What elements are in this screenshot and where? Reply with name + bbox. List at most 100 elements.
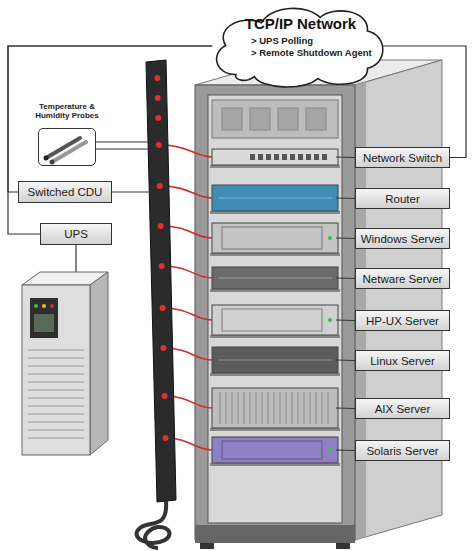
rack-unit <box>212 347 338 373</box>
label-text: HP-UX Server <box>366 315 439 327</box>
switch-port <box>322 154 327 160</box>
rack-equipment <box>210 108 340 466</box>
label-box: Switched CDU <box>18 181 112 203</box>
cdu-outlet <box>159 263 165 269</box>
switch-port <box>306 154 311 160</box>
label-text: Linux Server <box>370 355 435 367</box>
server-bezel <box>222 309 322 331</box>
probe-tip <box>44 156 49 161</box>
leader-line <box>112 191 150 192</box>
rack-opening <box>208 95 342 523</box>
ups-vent <box>28 398 84 399</box>
cdu-outlet <box>154 75 160 81</box>
rack-top-panel <box>212 100 338 138</box>
status-led <box>328 318 332 322</box>
label-text: Netware Server <box>363 273 443 285</box>
switch-port <box>298 154 303 160</box>
vent-slot <box>316 392 317 424</box>
server-bezel <box>222 227 322 249</box>
rack-side <box>355 60 442 540</box>
rack-base <box>195 525 355 543</box>
network-link <box>383 46 466 158</box>
rack-unit <box>212 305 338 335</box>
label-box: AIX Server <box>355 398 450 419</box>
label-text: UPS <box>64 228 88 240</box>
vent-slot <box>280 392 281 424</box>
cdu-outlet <box>160 305 166 311</box>
vent-slot <box>328 392 329 424</box>
label-box: UPS <box>40 223 112 245</box>
ups-cabinet <box>22 272 108 455</box>
vent-slot <box>268 392 269 424</box>
probe-wire <box>96 148 148 149</box>
label-text: Solaris Server <box>366 445 438 457</box>
rack-unit <box>212 437 338 463</box>
top-vent <box>306 108 326 130</box>
unit-stripe <box>218 198 332 199</box>
vent-slot <box>244 392 245 424</box>
vent-slot <box>310 392 311 424</box>
label-box: Netware Server <box>355 268 450 289</box>
cdu-outlet <box>155 95 161 101</box>
power-cord <box>137 501 170 548</box>
probe-tip <box>50 160 55 165</box>
bullet-text: > Remote Shutdown Agent <box>251 47 390 59</box>
top-vent <box>278 108 298 130</box>
ups-vent <box>28 430 84 431</box>
rack-unit <box>212 185 338 211</box>
cdu-outlet <box>155 115 161 121</box>
vent-slot <box>238 392 239 424</box>
probe-heading: Temperature & Humidity Probes <box>35 102 99 120</box>
vent-slot <box>232 392 233 424</box>
vent-slot <box>274 392 275 424</box>
probe-illustration <box>38 128 148 166</box>
label-box: Solaris Server <box>355 440 450 461</box>
unit-stripe <box>218 278 332 279</box>
probe-wire <box>96 141 148 142</box>
ups-vent <box>28 382 84 383</box>
status-led <box>328 448 332 452</box>
ups-vent <box>28 414 84 415</box>
rack-unit <box>212 267 338 289</box>
switch-port <box>290 154 295 160</box>
label-box: HP-UX Server <box>355 310 450 331</box>
probe-box: Temperature & Humidity Probes <box>38 128 96 166</box>
ups-screen <box>34 314 54 332</box>
label-text: Network Switch <box>363 152 442 164</box>
label-text: Windows Server <box>361 233 445 245</box>
ups-led <box>42 304 46 308</box>
ups-front <box>22 285 90 455</box>
bullet-text: > UPS Polling <box>251 35 390 47</box>
network-link <box>8 46 212 234</box>
label-box: Network Switch <box>355 147 450 168</box>
switch-port <box>314 154 319 160</box>
rack-unit <box>212 149 338 165</box>
rack-unit <box>212 388 338 428</box>
unit-stripe <box>218 360 332 361</box>
top-vent <box>250 108 270 130</box>
rack-foot <box>336 543 350 549</box>
vent-slot <box>304 392 305 424</box>
ups-vent <box>28 358 84 359</box>
node-title: TCP/IP Network <box>211 15 390 32</box>
ups-vent <box>28 350 84 351</box>
switch-port <box>266 154 271 160</box>
switch-port <box>250 154 255 160</box>
vent-slot <box>298 392 299 424</box>
label-box: Router <box>355 188 450 209</box>
cdu-outlets <box>154 75 168 441</box>
cdu-outlet <box>158 223 164 229</box>
vent-slot <box>220 392 221 424</box>
vent-slot <box>250 392 251 424</box>
label-text: Router <box>385 193 420 205</box>
leader-line <box>336 278 355 280</box>
leader-line <box>336 360 355 362</box>
vent-slot <box>322 392 323 424</box>
ups-vent <box>28 366 84 367</box>
ups-led <box>50 304 54 308</box>
cdu-outlet <box>162 393 168 399</box>
ups-vent <box>28 390 84 391</box>
rack-foot <box>200 543 214 549</box>
label-leaders <box>336 157 355 451</box>
